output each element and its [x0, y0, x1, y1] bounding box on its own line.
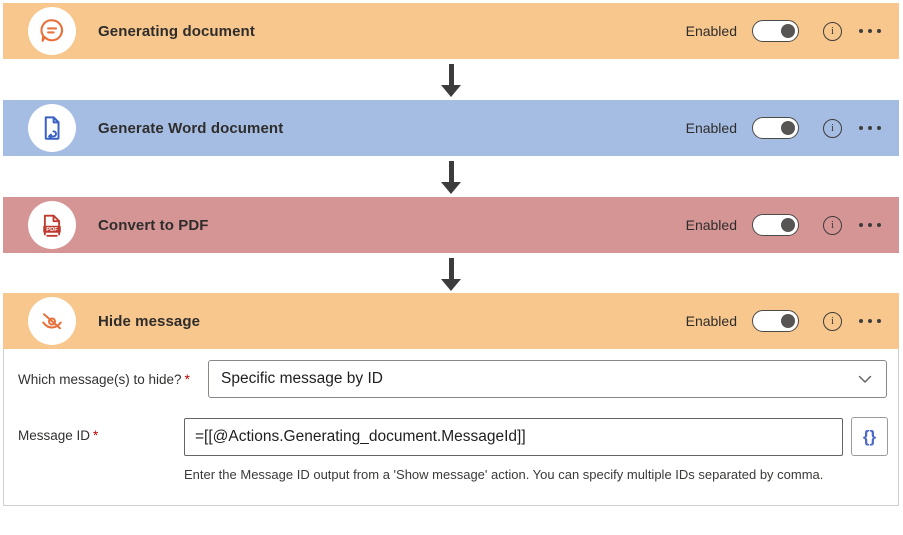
dropdown-selected-value: Specific message by ID	[221, 370, 383, 387]
action-title: Convert to PDF	[98, 216, 209, 234]
info-icon[interactable]: i	[823, 215, 842, 235]
action-block-convert-to-pdf[interactable]: PDF Convert to PDF Enabled i	[3, 197, 899, 253]
action-title: Hide message	[98, 312, 201, 330]
arrow-down-icon	[441, 258, 461, 291]
info-icon[interactable]: i	[823, 21, 842, 41]
action-controls: Enabled i	[686, 117, 881, 139]
field-row-message-id: Message ID* {} Enter the Message ID outp…	[14, 417, 898, 485]
svg-text:PDF: PDF	[46, 227, 58, 233]
enabled-toggle[interactable]	[752, 310, 799, 332]
connector	[3, 253, 899, 294]
arrow-down-icon	[441, 161, 461, 194]
connector	[3, 59, 899, 100]
action-card-hide-message: Hide message Enabled i Which message(s) …	[3, 293, 899, 506]
action-controls: Enabled i	[686, 20, 881, 42]
connector	[3, 156, 899, 197]
more-options-button[interactable]	[859, 312, 881, 331]
enabled-label: Enabled	[685, 217, 737, 233]
toggle-knob	[781, 313, 795, 328]
more-options-button[interactable]	[859, 216, 881, 235]
action-icon-circle	[28, 7, 76, 55]
enabled-label: Enabled	[685, 120, 737, 136]
field-label-text: Message ID	[18, 428, 91, 443]
message-id-field-group: {} Enter the Message ID output from a 'S…	[184, 417, 898, 485]
required-asterisk: *	[93, 428, 99, 443]
expression-picker-button[interactable]: {}	[851, 417, 888, 456]
chat-message-icon	[40, 19, 64, 42]
field-helper-text: Enter the Message ID output from a 'Show…	[184, 467, 824, 482]
action-block-generating-document[interactable]: Generating document Enabled i	[3, 3, 899, 59]
eye-off-icon	[42, 313, 62, 330]
flow-designer-canvas: Generating document Enabled i Generate W…	[3, 3, 899, 506]
info-icon[interactable]: i	[823, 118, 842, 138]
chevron-down-icon	[858, 375, 872, 383]
action-icon-circle: PDF	[28, 201, 76, 249]
pdf-document-icon: PDF	[43, 214, 61, 237]
field-label: Message ID*	[14, 428, 184, 443]
action-block-hide-message[interactable]: Hide message Enabled i	[3, 293, 899, 349]
arrow-down-icon	[441, 64, 461, 97]
action-icon-circle	[28, 297, 76, 345]
action-parameters-panel: Which message(s) to hide?* Specific mess…	[4, 349, 898, 505]
action-block-generate-word-document[interactable]: Generate Word document Enabled i	[3, 100, 899, 156]
required-asterisk: *	[184, 371, 190, 387]
which-messages-dropdown[interactable]: Specific message by ID	[208, 360, 887, 398]
field-label: Which message(s) to hide?*	[14, 372, 208, 387]
enabled-toggle[interactable]	[752, 214, 799, 236]
enabled-label: Enabled	[685, 23, 737, 39]
toggle-knob	[781, 217, 795, 232]
more-options-button[interactable]	[859, 22, 881, 41]
info-icon[interactable]: i	[823, 311, 842, 331]
field-label-text: Which message(s) to hide?	[18, 371, 182, 387]
toggle-knob	[781, 120, 795, 135]
action-icon-circle	[28, 104, 76, 152]
action-title: Generate Word document	[98, 119, 284, 137]
field-row-which-messages: Which message(s) to hide?* Specific mess…	[14, 360, 898, 398]
action-controls: Enabled i	[686, 310, 881, 332]
enabled-toggle[interactable]	[752, 20, 799, 42]
word-document-icon	[44, 116, 60, 140]
enabled-toggle[interactable]	[752, 117, 799, 139]
enabled-label: Enabled	[685, 313, 737, 329]
action-controls: Enabled i	[686, 214, 881, 236]
message-id-input[interactable]	[184, 417, 843, 456]
more-options-button[interactable]	[859, 119, 881, 138]
toggle-knob	[781, 23, 795, 38]
action-title: Generating document	[98, 22, 255, 40]
message-id-input-line: {}	[184, 417, 898, 456]
